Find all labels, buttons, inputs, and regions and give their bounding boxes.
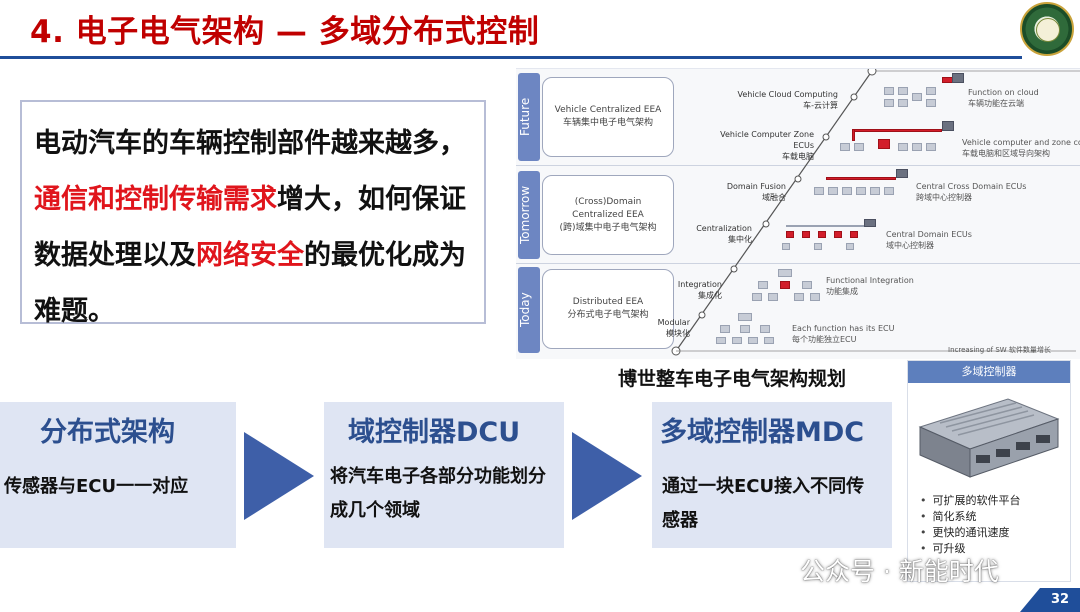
page-corner-decoration (1020, 588, 1040, 612)
university-logo-icon (1020, 2, 1074, 56)
intro-seg1: 电动汽车的车辆控制部件越来越多， (34, 128, 466, 159)
sw-growth-axis-label: Increasing of SW 软件数量增长 (948, 346, 1051, 354)
title-divider (0, 56, 1022, 59)
panel-header: 多域控制器 (908, 361, 1070, 383)
stage-separator (516, 165, 1080, 166)
stage-box-tomorrow: (Cross)Domain Centralized EEA (跨)域集中电子电气… (542, 175, 674, 255)
progression-line (671, 69, 1080, 356)
watermark-text: 公众号 · 新能时代 (800, 557, 999, 586)
intro-textbox: 电动汽车的车辆控制部件越来越多， 通信和控制传输需求增大，如何保证数据处理以及网络… (20, 100, 486, 327)
flow-desc-mdc: 通过一块ECU接入不同传感器 (662, 476, 865, 531)
ecu-hardware-icon (918, 398, 1060, 478)
ecu-graphic-centralization (780, 219, 880, 259)
stage-box-future: Vehicle Centralized EEA 车辆集中电子电气架构 (542, 77, 674, 157)
flow-arrow-icon (572, 432, 642, 520)
intro-seg3: 增大，如何保证数据处理以及 (34, 184, 466, 271)
ecu-graphic-zone (838, 121, 958, 161)
ecu-graphic-cloud (876, 73, 966, 123)
flow-desc-distributed: 传感器与ECU一一对应 (4, 476, 189, 497)
flow-box-mdc: 多域控制器MDC 通过一块ECU接入不同传感器 (652, 402, 892, 548)
stage-separator (516, 263, 1080, 264)
flow-title-dcu: 域控制器DCU (348, 417, 521, 448)
feature-label-zone: Vehicle computer and zone concept车载电脑和区域… (962, 138, 1080, 158)
ecu-graphic-domain-fusion (812, 169, 912, 207)
flow-desc-dcu: 将汽车电子各部分功能划分成几个领域 (330, 466, 546, 521)
mdc-feature-list: 可扩展的软件平台 简化系统 更快的通讯速度 可升级 (920, 493, 1021, 557)
intro-paragraph: 电动汽车的车辆控制部件越来越多， 通信和控制传输需求增大，如何保证数据处理以及网络… (34, 116, 474, 340)
wechat-icon (756, 556, 795, 583)
intro-seg5: 的最优化成为难题。 (34, 240, 466, 327)
mdc-feature-item: 更快的通讯速度 (920, 525, 1021, 541)
diagram-caption: 博世整车电子电气架构规划 (618, 368, 847, 390)
flow-arrow-icon (244, 432, 314, 520)
stage-band-future: Future (518, 73, 540, 161)
flow-box-dcu: 域控制器DCU 将汽车电子各部分功能划分成几个领域 (324, 402, 564, 548)
mdc-feature-item: 简化系统 (920, 509, 1021, 525)
mdc-feature-item: 可升级 (920, 541, 1021, 557)
ecu-graphic-integration (748, 267, 828, 307)
intro-highlight-security: 网络安全 (196, 240, 304, 271)
flow-title-mdc: 多域控制器MDC (660, 417, 865, 448)
intro-highlight-comm: 通信和控制传输需求 (34, 184, 277, 215)
mdc-feature-item: 可扩展的软件平台 (920, 493, 1021, 509)
mdc-product-panel: 多域控制器 可扩展的软件平台 简化系统 更快的通讯速度 可升级 (907, 360, 1071, 582)
slide-title: 4. 电子电气架构 — 多域分布式控制 (30, 14, 540, 50)
bosch-eea-diagram: Future Tomorrow Today Vehicle Centralize… (516, 68, 1080, 359)
stage-band-tomorrow: Tomorrow (518, 171, 540, 259)
stage-box-today: Distributed EEA 分布式电子电气架构 (542, 269, 674, 349)
flow-box-distributed: 分布式架构 传感器与ECU一一对应 (0, 402, 236, 548)
ecu-graphic-modular (714, 311, 794, 347)
flow-title-distributed: 分布式架构 (40, 417, 175, 448)
stage-band-today: Today (518, 267, 540, 353)
page-number: 32 (1040, 588, 1080, 612)
